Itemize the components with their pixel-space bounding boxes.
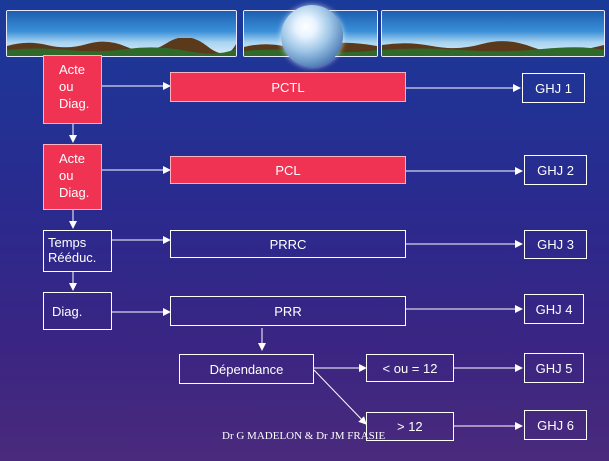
condition-1-label: < ou = 12 xyxy=(382,360,438,376)
middle-box-prr: PRR xyxy=(170,296,406,326)
ghj-box-3: GHJ 3 xyxy=(524,230,587,259)
arrow-cond-2 xyxy=(313,369,367,425)
dependance-box: Dépendance xyxy=(179,354,314,384)
ghj-1-label: GHJ 1 xyxy=(535,80,572,96)
banner-right xyxy=(381,10,605,57)
middle-box-prr-label: PRR xyxy=(274,303,302,319)
left-box-3: Temps Rééduc. xyxy=(43,230,112,272)
ghj-5-label: GHJ 5 xyxy=(535,360,573,376)
left-box-4: Diag. xyxy=(43,292,112,330)
middle-box-prrc: PRRC xyxy=(170,230,406,258)
ghj-4-label: GHJ 4 xyxy=(535,301,573,317)
condition-box-1: < ou = 12 xyxy=(366,354,454,382)
ghj-box-4: GHJ 4 xyxy=(524,294,584,324)
ghj-2-label: GHJ 2 xyxy=(537,162,574,178)
left-box-1-label: Acte ou Diag. xyxy=(59,62,90,111)
condition-2-label: > 12 xyxy=(397,419,423,434)
middle-box-prrc-label: PRRC xyxy=(269,236,307,252)
ghj-3-label: GHJ 3 xyxy=(537,237,574,252)
middle-box-pcl: PCL xyxy=(170,156,406,184)
ghj-6-label: GHJ 6 xyxy=(537,417,574,433)
middle-box-pcl-label: PCL xyxy=(275,162,301,178)
middle-box-pctl: PCTL xyxy=(170,72,406,102)
banner-left xyxy=(6,10,237,57)
left-box-2-label: Acte ou Diag. xyxy=(59,151,90,200)
middle-box-pctl-label: PCTL xyxy=(271,79,305,95)
condition-box-2: > 12 xyxy=(366,412,454,441)
ghj-box-6: GHJ 6 xyxy=(524,410,587,440)
left-box-4-label: Diag. xyxy=(52,303,83,319)
left-box-3-label: Temps Rééduc. xyxy=(48,235,97,265)
dependance-label: Dépendance xyxy=(209,361,284,377)
ghj-box-1: GHJ 1 xyxy=(522,73,585,103)
footer-credit: Dr G MADELON & Dr JM FRASIE xyxy=(222,430,386,442)
left-box-2: Acte ou Diag. xyxy=(43,144,102,210)
ghj-box-5: GHJ 5 xyxy=(524,353,584,383)
left-box-1: Acte ou Diag. xyxy=(43,55,102,124)
ghj-box-2: GHJ 2 xyxy=(524,155,587,185)
globe-icon xyxy=(281,5,343,67)
